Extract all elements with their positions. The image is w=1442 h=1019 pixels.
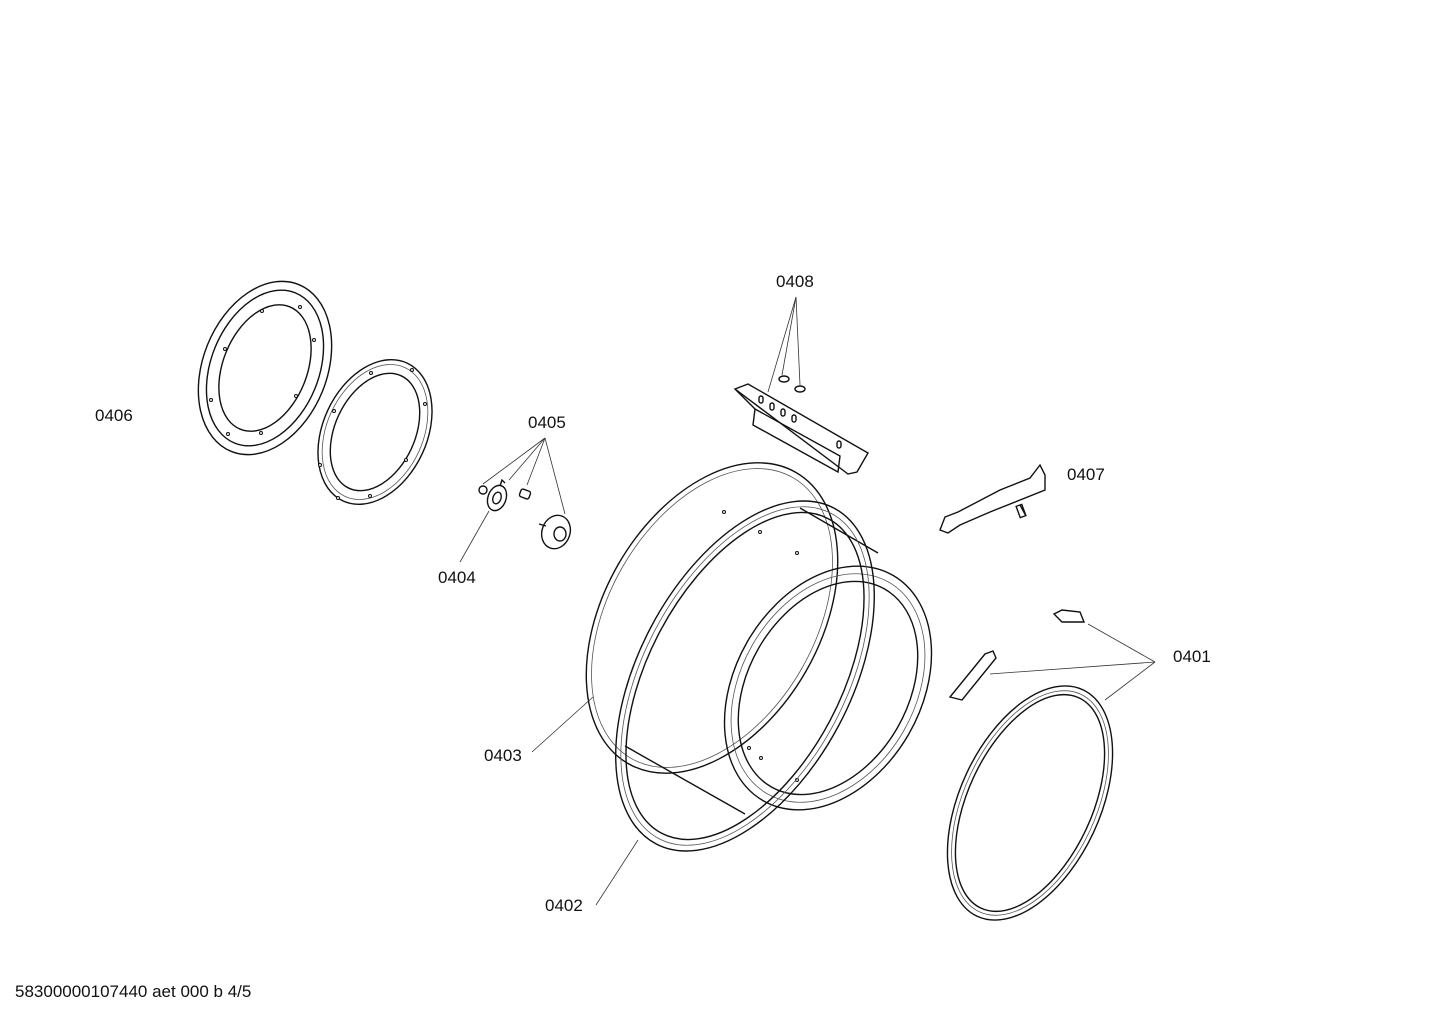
part-label-0406[interactable]: 0406 — [95, 406, 133, 425]
part-0408-tray — [733, 375, 869, 475]
part-0407-lever — [939, 463, 1046, 534]
part-label-0404[interactable]: 0404 — [438, 568, 476, 587]
part-0401-clip-top — [1052, 609, 1086, 623]
part-label-0408[interactable]: 0408 — [776, 272, 814, 291]
leader-0403 — [531, 696, 594, 753]
part-0404-roller — [486, 478, 508, 512]
part-0401-clip-side — [948, 650, 997, 701]
part-label-0405[interactable]: 0405 — [528, 413, 566, 432]
drawing-reference-footer: 58300000107440 aet 000 b 4/5 — [15, 982, 252, 1001]
part-0406-inner-ring — [317, 358, 433, 506]
leader-0404 — [459, 510, 490, 563]
part-label-0402[interactable]: 0402 — [545, 896, 583, 915]
part-0401-ring — [946, 685, 1114, 921]
part-label-0401[interactable]: 0401 — [1173, 647, 1211, 666]
leader-0402 — [595, 839, 639, 906]
part-0402-seal — [615, 500, 875, 852]
part-label-0407[interactable]: 0407 — [1067, 465, 1105, 484]
part-0406-outer-flange — [197, 280, 333, 456]
leaders-0408 — [767, 296, 801, 393]
leaders-0401 — [989, 623, 1156, 701]
part-0405-knob — [538, 514, 572, 550]
part-0405-nut — [478, 485, 488, 495]
part-0405-pin — [518, 488, 532, 500]
part-0403-drum — [585, 462, 933, 815]
leaders-0405 — [482, 437, 566, 515]
part-label-0403[interactable]: 0403 — [484, 746, 522, 765]
